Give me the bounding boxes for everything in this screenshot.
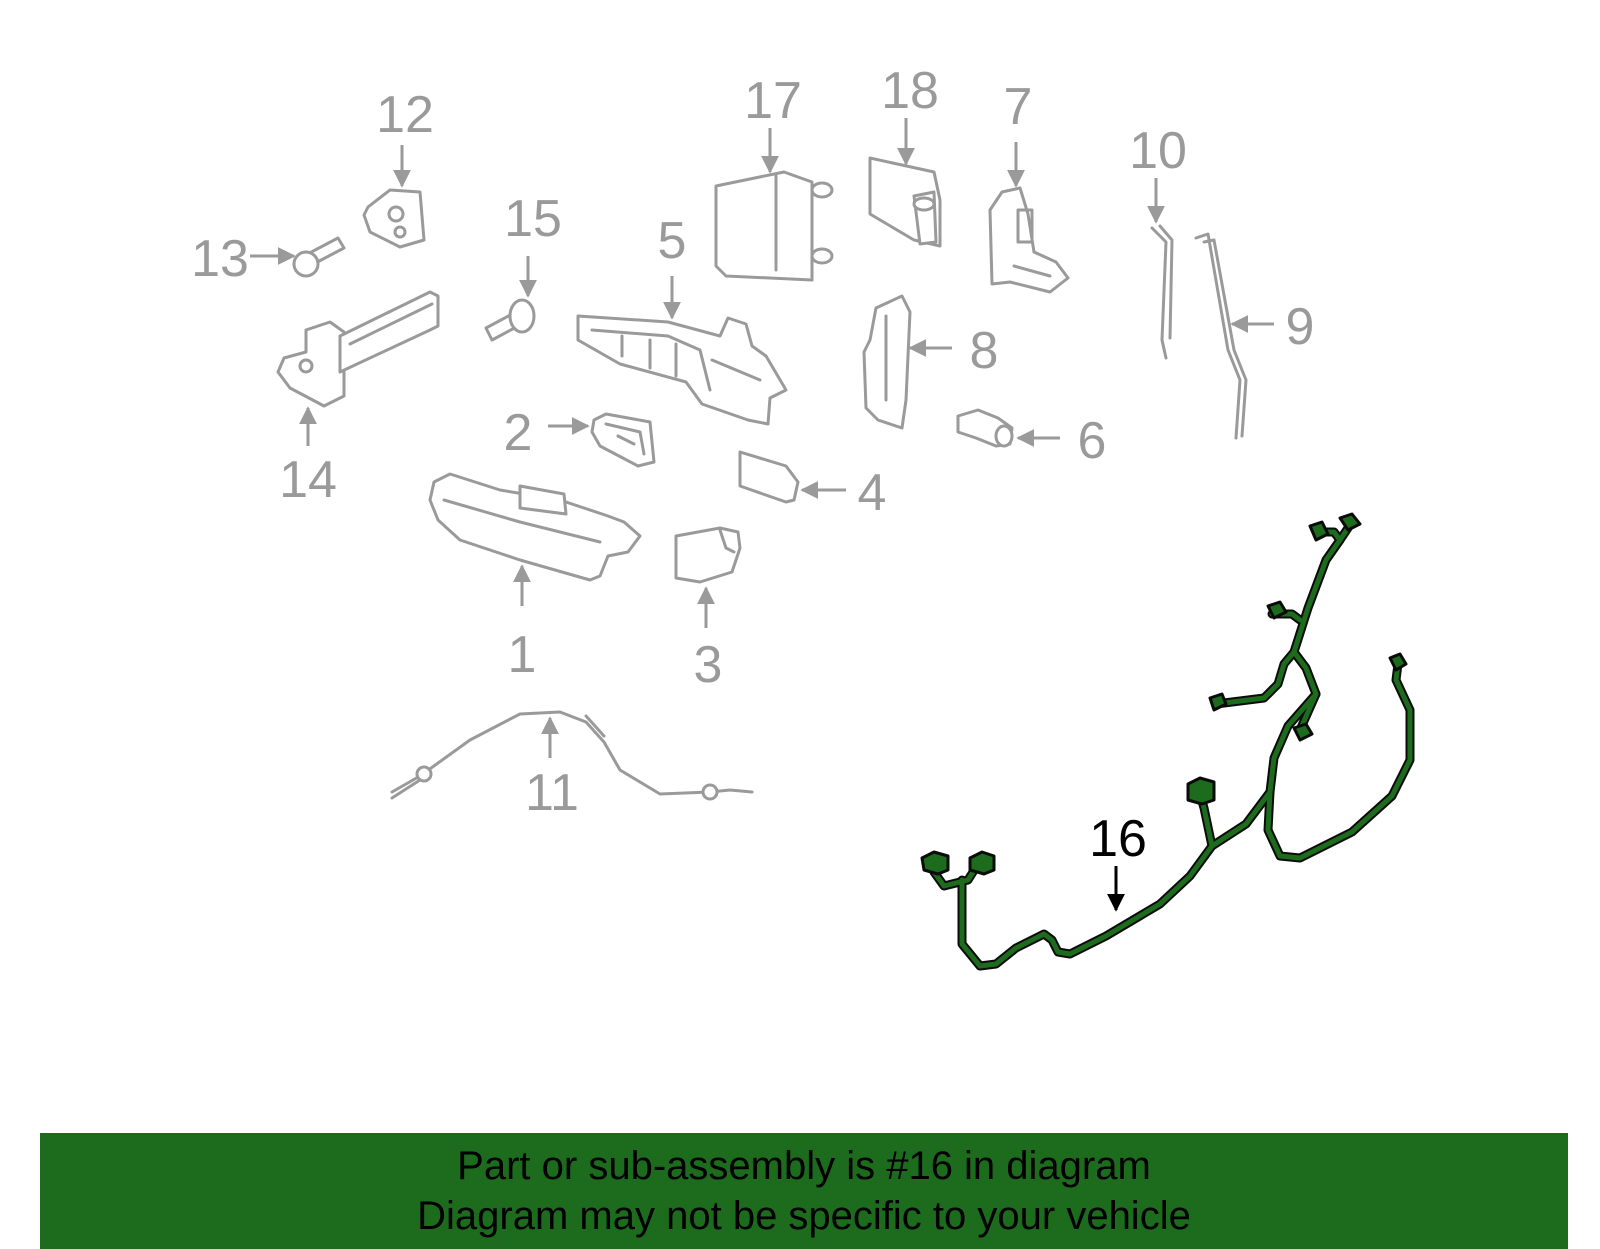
callout-18[interactable]: 18 bbox=[881, 62, 939, 120]
part-8-bracket[interactable]: 8 bbox=[862, 294, 999, 430]
harness-wire bbox=[929, 517, 1415, 971]
part-9-rod[interactable]: 9 bbox=[1194, 232, 1315, 440]
part-7-latch[interactable]: 7 bbox=[988, 78, 1070, 294]
part-16-wiring-harness[interactable]: 16 bbox=[920, 512, 1415, 971]
callout-13[interactable]: 13 bbox=[191, 230, 249, 288]
part-6-switch[interactable]: 6 bbox=[956, 408, 1107, 470]
callout-1[interactable]: 1 bbox=[508, 626, 537, 684]
callout-6[interactable]: 6 bbox=[1078, 412, 1107, 470]
part-2-bezel[interactable]: 2 bbox=[504, 404, 656, 468]
part-info-banner: Part or sub-assembly is #16 in diagram D… bbox=[40, 1133, 1568, 1249]
part-11-cable[interactable]: 11 bbox=[390, 710, 754, 822]
callout-2[interactable]: 2 bbox=[504, 404, 533, 462]
callout-15[interactable]: 15 bbox=[504, 190, 562, 248]
banner-line-disclaimer: Diagram may not be specific to your vehi… bbox=[417, 1194, 1191, 1238]
part-14-door-check[interactable]: 14 bbox=[276, 290, 440, 509]
part-4-cover[interactable]: 4 bbox=[738, 450, 887, 522]
callout-11[interactable]: 11 bbox=[525, 764, 579, 822]
part-13-bolt[interactable]: 13 bbox=[191, 230, 346, 288]
callout-9[interactable]: 9 bbox=[1286, 298, 1315, 356]
harness-connectors bbox=[920, 512, 1408, 876]
callout-8[interactable]: 8 bbox=[970, 322, 999, 380]
callout-5[interactable]: 5 bbox=[658, 212, 687, 270]
callout-17[interactable]: 17 bbox=[744, 72, 802, 130]
callout-16[interactable]: 16 bbox=[1089, 810, 1147, 868]
part-18-hinge-half[interactable]: 18 bbox=[868, 62, 942, 248]
part-10-rod[interactable]: 10 bbox=[1129, 122, 1187, 360]
part-12-bracket[interactable]: 12 bbox=[362, 86, 434, 249]
part-1-outside-handle[interactable]: 1 bbox=[428, 472, 642, 684]
callout-4[interactable]: 4 bbox=[858, 464, 887, 522]
part-15-screw[interactable]: 15 bbox=[484, 190, 562, 342]
part-3-lock-cylinder[interactable]: 3 bbox=[674, 526, 742, 694]
exploded-parts-diagram: 12 13 14 15 5 bbox=[191, 62, 1415, 971]
callout-12[interactable]: 12 bbox=[376, 86, 434, 144]
callout-3[interactable]: 3 bbox=[694, 636, 723, 694]
callout-10[interactable]: 10 bbox=[1129, 122, 1187, 180]
part-17-hinge[interactable]: 17 bbox=[714, 72, 834, 282]
part-5-handle-bracket[interactable]: 5 bbox=[576, 212, 788, 426]
callout-14[interactable]: 14 bbox=[279, 451, 337, 509]
callout-7[interactable]: 7 bbox=[1004, 78, 1033, 136]
banner-line-part-number: Part or sub-assembly is #16 in diagram bbox=[457, 1144, 1151, 1188]
